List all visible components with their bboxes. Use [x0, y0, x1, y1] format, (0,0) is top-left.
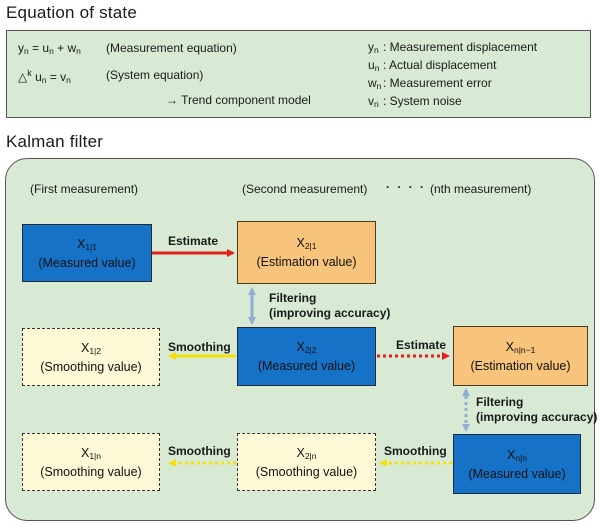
heading-nth-measurement: (nth measurement) — [430, 182, 532, 196]
legend-desc-vn: : System noise — [383, 94, 462, 108]
box-x2n-smoothing: X2|n (Smoothing value) — [237, 433, 376, 491]
legend-symbol-un: un — [368, 58, 380, 73]
filtering-label-2: Filtering(improving accuracy) — [476, 395, 598, 424]
equation-panel — [6, 30, 591, 118]
equation-of-state-title: Equation of state — [6, 3, 137, 22]
box-xnn1-estimation: Xn|n−1 (Estimation value) — [453, 326, 588, 386]
kalman-filter-title: Kalman filter — [6, 132, 104, 151]
legend-desc-yn: : Measurement displacement — [383, 40, 538, 54]
legend-desc-un: : Actual displacement — [383, 58, 497, 72]
box-x22-measured: X2|2 (Measured value) — [237, 327, 376, 386]
heading-dots: · · · · — [386, 180, 426, 194]
system-equation: △k un = vn — [18, 68, 71, 85]
estimate-label-2: Estimate — [396, 338, 447, 352]
smoothing-label-2: Smoothing — [384, 444, 447, 458]
measurement-equation: yn = un + wn — [18, 41, 81, 56]
legend-symbol-wn: wn — [368, 76, 382, 91]
box-x1n-smoothing: X1|n (Smoothing value) — [22, 433, 160, 491]
system-equation-label: (System equation) — [106, 68, 204, 82]
trend-component-model: → Trend component model — [166, 93, 311, 107]
legend-symbol-yn: yn — [368, 40, 379, 55]
legend-desc-wn: : Measurement error — [383, 76, 492, 90]
heading-second-measurement: (Second measurement) — [242, 182, 368, 196]
estimate-label-1: Estimate — [168, 234, 219, 248]
box-x21-estimation: X2|1 (Estimation value) — [237, 221, 376, 284]
box-x12-smoothing: X1|2 (Smoothing value) — [22, 328, 160, 386]
measurement-equation-label: (Measurement equation) — [106, 41, 237, 55]
legend-symbol-vn: vn — [368, 94, 379, 109]
filtering-label-1: Filtering(improving accuracy) — [269, 291, 391, 320]
smoothing-label-3: Smoothing — [168, 444, 231, 458]
box-x11-measured: X1|1 (Measured value) — [22, 224, 152, 282]
smoothing-label-1: Smoothing — [168, 340, 231, 354]
heading-first-measurement: (First measurement) — [30, 182, 139, 196]
box-xnn-measured: Xn|n (Measured value) — [453, 434, 581, 494]
